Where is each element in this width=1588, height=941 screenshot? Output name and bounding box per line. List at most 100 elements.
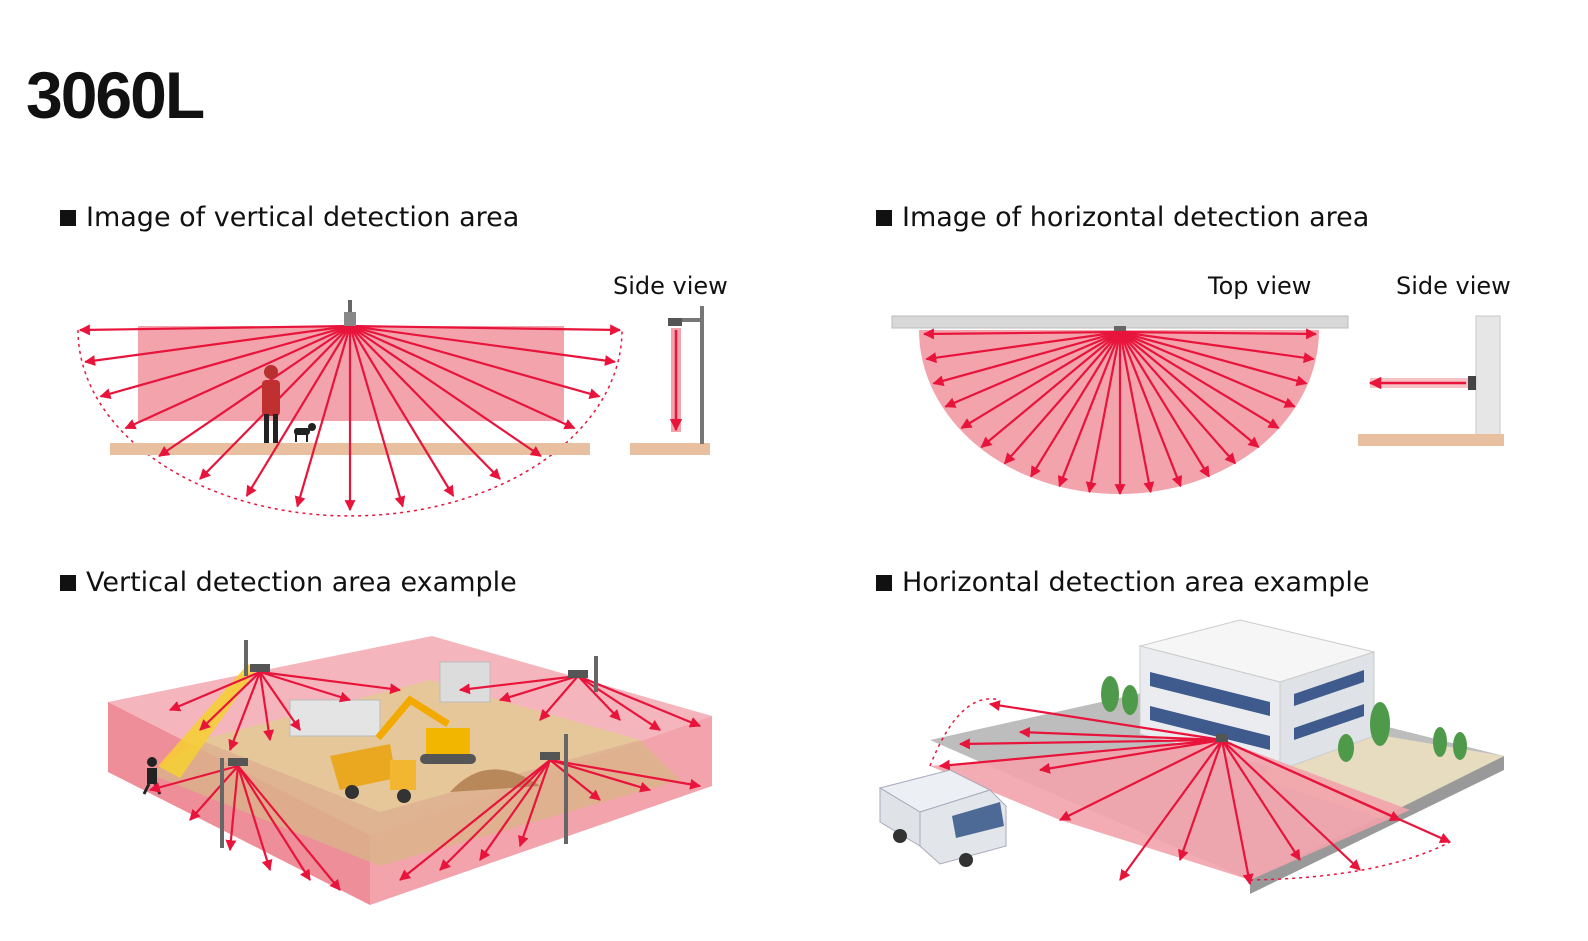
pole	[594, 656, 598, 692]
building-materials	[439, 661, 491, 703]
beam-ray	[1003, 331, 1121, 465]
beam-ray	[349, 325, 542, 458]
beam-ray	[1119, 331, 1280, 429]
section-horizontal-example: Horizontal detection area example	[876, 567, 1370, 598]
dump-truck-icon	[330, 744, 416, 803]
sensor-icon	[1468, 376, 1476, 390]
beam-ray	[124, 324, 351, 430]
example-beams	[938, 700, 1452, 886]
beam-ray	[577, 675, 661, 731]
beam-ray	[237, 765, 311, 881]
beam-ray	[258, 671, 275, 742]
beam-ray	[168, 670, 261, 712]
beam-ray	[199, 671, 261, 731]
beam-ray	[1030, 331, 1121, 478]
sensor-icon	[1114, 326, 1126, 334]
beam-ray	[225, 765, 240, 852]
side-view-label: Side view	[1396, 272, 1511, 300]
sensor-icon	[540, 752, 560, 760]
beam-ray	[1038, 738, 1223, 774]
beam-ray	[1119, 739, 1223, 881]
beam-ray	[349, 324, 601, 400]
beam-ray	[1220, 739, 1254, 886]
beam-ray	[1059, 739, 1223, 821]
tree-icon	[1433, 727, 1447, 757]
beam-ray	[399, 759, 551, 881]
sensor-icon	[668, 318, 682, 326]
beam-ray	[922, 328, 1121, 340]
beam-ray	[932, 330, 1121, 387]
section-label: Image of horizontal detection area	[902, 202, 1370, 233]
materials	[289, 699, 381, 737]
beam-ray	[1085, 331, 1122, 494]
beam-ray	[944, 330, 1121, 408]
beam-ray	[938, 738, 1223, 771]
vertical-detection-image	[77, 300, 710, 517]
section-label: Horizontal detection area example	[902, 567, 1370, 598]
beam-ray	[294, 325, 352, 508]
beam-ray	[1119, 331, 1210, 478]
beam-ray	[259, 670, 402, 695]
beam-ray	[1221, 739, 1301, 861]
beam-ray	[925, 330, 1121, 364]
beam-ray	[228, 671, 262, 752]
beam-ray	[1178, 739, 1224, 862]
beam-ray	[158, 325, 351, 458]
beam-ray	[349, 324, 622, 336]
pole	[220, 758, 224, 848]
wall	[1475, 315, 1501, 437]
pole	[564, 734, 568, 844]
beam-ray	[236, 765, 273, 872]
beam-ray	[498, 674, 579, 703]
bullet-square-icon	[60, 209, 76, 226]
beam-ray	[1118, 331, 1155, 494]
beam-ray	[237, 765, 341, 891]
sensor-icon	[1216, 734, 1228, 742]
section-horizontal-image: Image of horizontal detection area	[876, 202, 1369, 233]
person-icon	[262, 365, 280, 443]
beam-ray	[439, 759, 551, 871]
detection-arc	[77, 329, 623, 517]
beam-ray	[349, 325, 501, 480]
beam-ray	[577, 674, 702, 728]
sensor-icon	[344, 312, 356, 326]
pole	[700, 306, 704, 444]
ground	[630, 443, 710, 455]
section-vertical-image: Image of vertical detection area	[60, 202, 519, 233]
beam-ray	[99, 324, 351, 400]
ground	[1358, 434, 1504, 446]
dog-icon	[294, 423, 316, 442]
side-view-label: Side view	[613, 272, 728, 300]
beam-ray	[1118, 331, 1183, 488]
bullet-square-icon	[876, 574, 892, 591]
sensor-icon	[250, 664, 270, 672]
beam-ray	[518, 759, 552, 848]
excavator-icon	[375, 695, 476, 764]
pole	[244, 640, 248, 676]
beam-ray	[1221, 739, 1361, 871]
top-view-label: Top view	[1208, 272, 1312, 300]
beam-ray	[958, 738, 1223, 750]
sensor-icon	[568, 670, 588, 678]
beam-ray	[549, 758, 702, 790]
horizontal-example-scene	[878, 619, 1504, 894]
bullet-square-icon	[60, 574, 76, 591]
beam-ray	[1119, 331, 1237, 465]
section-vertical-example: Vertical detection area example	[60, 567, 517, 598]
beam-ray	[988, 700, 1223, 742]
vertical-example-scene	[108, 636, 712, 905]
example-beams	[148, 670, 702, 891]
beam-ray	[1119, 330, 1296, 408]
beam-ray	[960, 331, 1121, 429]
beam-ray	[1119, 330, 1308, 387]
beam-ray	[549, 759, 601, 801]
beam-ray	[1018, 726, 1223, 742]
tree-icon	[1453, 732, 1467, 760]
beam-ray	[1119, 331, 1260, 448]
beam-ray	[980, 331, 1121, 448]
beam-ray	[349, 324, 616, 367]
beam-ray	[539, 675, 579, 721]
horizontal-beams	[922, 328, 1318, 496]
beam-ray	[259, 670, 352, 703]
